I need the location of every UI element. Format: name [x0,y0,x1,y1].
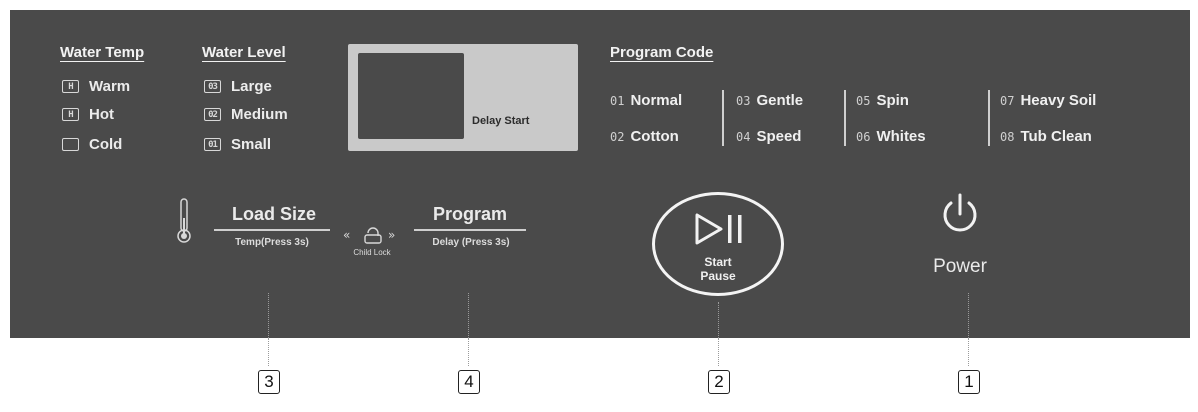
program-code-divider [988,90,990,146]
water-temp-warm-indicator: H Warm [62,78,130,95]
water-temp-header: Water Temp [60,44,145,61]
water-level-small-indicator: 01 Small [204,136,271,153]
svg-text:«: « [343,228,350,242]
water-level-large-indicator: 03 Large [204,78,272,95]
callout-3-leader [268,293,269,338]
program-code-label: Cotton [630,128,679,145]
program-code-item: 02 Cotton [610,128,679,145]
callout-2-leader-outer [718,338,719,366]
power-icon [943,193,977,232]
digital-display: Delay Start [348,44,578,151]
power-label: Power [933,256,987,277]
water-temp-hot-indicator: H Hot [62,106,114,123]
display-screen [358,53,464,139]
callout-2: 2 [708,370,730,394]
program-code-number: 07 [1000,94,1015,108]
program-code-label: Speed [756,128,802,145]
program-code-item: 03 Gentle [736,92,803,109]
program-code-label: Heavy Soil [1020,92,1097,109]
cold-indicator-icon [62,138,79,151]
water-level-header: Water Level [202,44,286,61]
child-lock-icon: « » [343,227,395,244]
water-level-medium-label: Medium [231,106,288,123]
small-indicator-icon: 01 [204,138,221,151]
warm-indicator-icon: H [62,80,79,93]
medium-indicator-icon: 02 [204,108,221,121]
program-code-label: Spin [876,92,909,109]
program-code-label: Whites [876,128,926,145]
program-code-item: 06 Whites [856,128,926,145]
svg-text:»: » [388,228,395,242]
pause-label: Pause [700,269,736,283]
thermometer-icon [177,198,191,243]
program-code-label: Tub Clean [1020,128,1092,145]
child-lock-label: Child Lock [353,248,391,257]
delay-start-label: Delay Start [472,115,530,127]
water-temp-cold-indicator: Cold [62,136,122,153]
program-code-divider [722,90,724,146]
program-code-number: 06 [856,130,871,144]
program-code-number: 01 [610,94,625,108]
callout-1-leader-outer [968,338,969,366]
program-code-item: 04 Speed [736,128,801,145]
callout-1: 1 [958,370,980,394]
hot-indicator-icon: H [62,108,79,121]
callout-4: 4 [458,370,480,394]
water-level-small-label: Small [231,136,272,153]
load-size-title: Load Size [231,204,316,224]
program-code-number: 02 [610,130,625,144]
program-title: Program [432,204,508,224]
callout-3-leader-outer [268,338,269,366]
load-size-underline [214,229,330,231]
water-level-medium-indicator: 02 Medium [204,106,288,123]
program-code-number: 08 [1000,130,1015,144]
water-level-large-label: Large [231,78,272,95]
program-code-number: 04 [736,130,751,144]
program-subtitle: Delay (Press 3s) [432,237,510,248]
start-label: Start [704,255,732,269]
load-size-subtitle: Temp(Press 3s) [235,237,309,248]
program-code-number: 05 [856,94,871,108]
program-code-divider [844,90,846,146]
water-temp-warm-label: Warm [89,78,131,95]
start-pause-button[interactable]: Start Pause [652,192,784,296]
callout-3: 3 [258,370,280,394]
program-code-item: 01 Normal [610,92,682,109]
callout-1-leader [968,293,969,338]
program-code-item: 05 Spin [856,92,909,109]
callout-4-leader-outer [468,338,469,366]
callout-2-leader [718,302,719,338]
water-temp-hot-label: Hot [89,106,114,123]
program-code-label: Normal [630,92,683,109]
program-code-item: 08 Tub Clean [1000,128,1092,145]
callout-4-leader [468,293,469,338]
program-code-number: 03 [736,94,751,108]
large-indicator-icon: 03 [204,80,221,93]
control-panel: Water Temp H Warm H Hot Cold Water Level… [10,10,1190,338]
water-temp-cold-label: Cold [89,136,123,153]
play-pause-icon [695,213,742,245]
program-underline [414,229,526,231]
program-code-item: 07 Heavy Soil [1000,92,1096,109]
program-code-header: Program Code [610,44,714,61]
program-code-label: Gentle [756,92,804,109]
